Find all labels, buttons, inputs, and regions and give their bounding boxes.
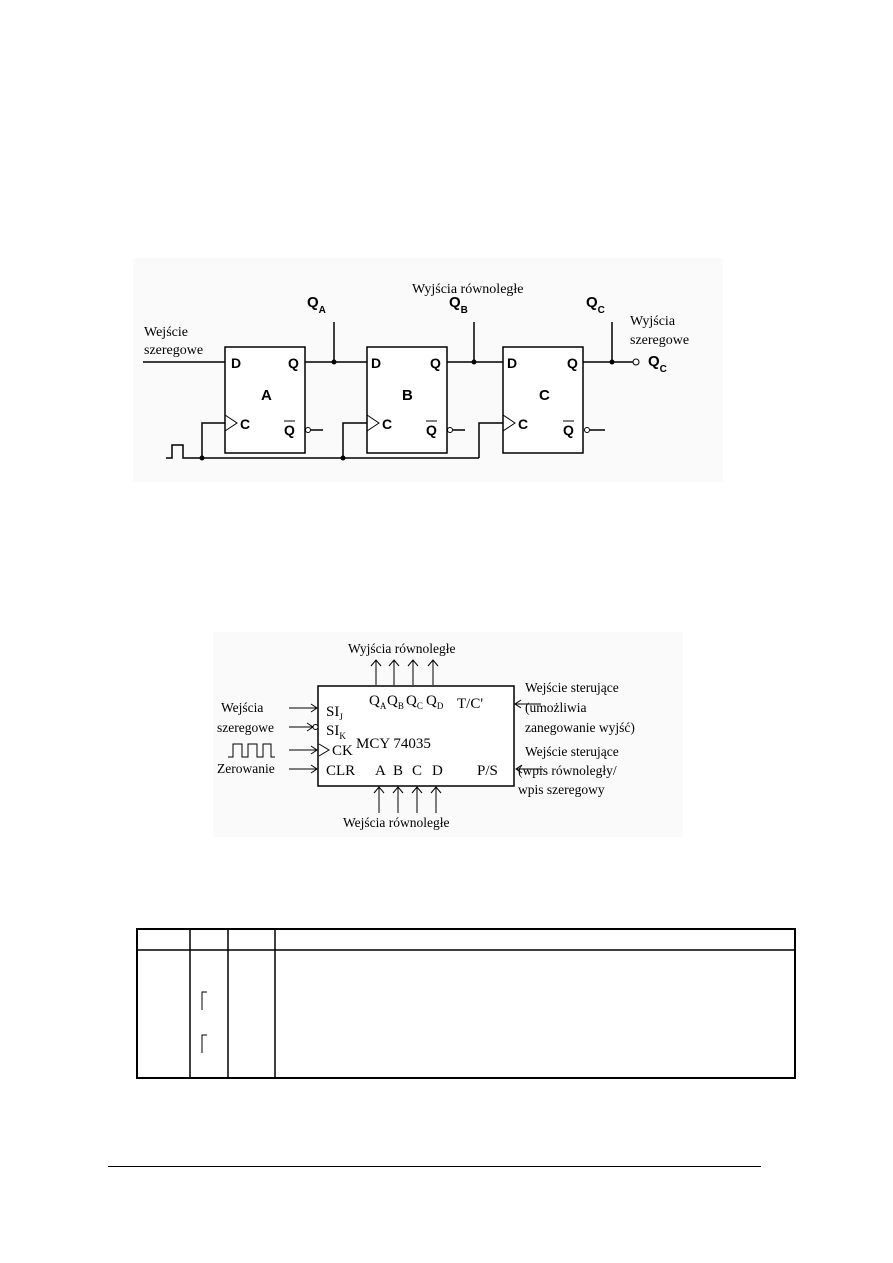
rising-edge-symbol-row-2 — [201, 1034, 207, 1053]
flipflop-c-body — [502, 346, 584, 454]
junction-qa — [331, 359, 337, 365]
junction-qc — [609, 359, 615, 365]
tap-label-qc: QC — [586, 294, 605, 316]
flipflop-c-name: C — [539, 387, 550, 404]
flipflop-a-c-pin: C — [240, 416, 250, 432]
serial-output-q-label: QC — [648, 353, 667, 375]
parallel-outputs-label: Wyjścia równoległe — [412, 282, 524, 297]
flipflop-c-clock-triangle — [502, 414, 516, 432]
pin-ck: CK — [332, 743, 353, 759]
chip-name: MCY 74035 — [356, 736, 431, 752]
flipflop-a: D Q A C Q — [224, 346, 323, 454]
tc-pin: T/C' — [457, 696, 483, 712]
table-frame — [136, 928, 796, 1079]
ck-pulse-train-symbol — [228, 743, 275, 758]
left-input-arrows — [289, 703, 319, 774]
ck-clock-triangle — [318, 743, 330, 757]
right-control-arrows — [514, 699, 543, 774]
flipflop-c-qbar-bubble — [584, 427, 590, 433]
q-output-c: QC — [406, 693, 423, 711]
output-arrows — [370, 659, 439, 685]
page-footer-rule — [108, 1166, 761, 1167]
shift-register-diagram: Wyjścia równoległe QA QB QC Wejście szer… — [133, 258, 723, 482]
parallel-input-a: A — [375, 763, 386, 779]
flipflop-c-q-pin: Q — [567, 355, 578, 371]
flipflop-a-qbar-pin: Q — [284, 422, 295, 438]
junction-qb — [471, 359, 477, 365]
flipflop-b-name: B — [402, 387, 413, 404]
serial-output-terminal — [632, 358, 640, 366]
flipflop-a-body — [224, 346, 306, 454]
parallel-input-b: B — [393, 763, 403, 779]
reset-label: Zerowanie — [217, 761, 275, 776]
parallel-input-arrows — [373, 786, 442, 813]
flipflop-c-c-pin: C — [518, 416, 528, 432]
flipflop-a-d-pin: D — [231, 355, 241, 371]
tap-label-qa: QA — [307, 294, 326, 316]
clock-junction-a — [199, 455, 205, 461]
flipflop-b-c-pin: C — [382, 416, 392, 432]
flipflop-b-d-pin: D — [371, 355, 381, 371]
serial-input-label: Wejście szeregowe — [144, 325, 203, 358]
flipflop-c-qbar-pin: Q — [563, 422, 574, 438]
flipflop-a-clock-triangle — [224, 414, 238, 432]
q-output-d: QD — [426, 693, 444, 711]
flipflop-b-clock-triangle — [366, 414, 380, 432]
serial-output-label: Wyjścia szeregowe — [630, 314, 689, 348]
parallel-input-c: C — [412, 763, 422, 779]
clock-wire-a — [201, 422, 225, 458]
flipflop-b-q-pin: Q — [430, 355, 441, 371]
flipflop-b: D Q B C Q — [366, 346, 465, 454]
flipflop-b-qbar-bubble — [447, 427, 453, 433]
flipflop-a-qbar-bubble — [305, 427, 311, 433]
flipflop-c: D Q C C Q — [502, 346, 605, 454]
parallel-inputs-bottom-label: Wejścia równoległe — [343, 815, 450, 830]
mcy74035-block-diagram: Wyjścia równoległe QA QB QC QD T/C' SIJ … — [213, 632, 683, 837]
function-table — [136, 928, 796, 1079]
q-output-b: QB — [387, 693, 404, 711]
chip-body — [317, 685, 515, 787]
q-output-a: QA — [369, 693, 387, 711]
clock-junction-b — [340, 455, 346, 461]
clock-pulse-symbol — [166, 444, 187, 459]
serial-inputs-label: Wejścia szeregowe — [217, 700, 274, 735]
flipflop-b-qbar-pin: Q — [426, 422, 437, 438]
tap-label-qb: QB — [449, 294, 468, 316]
rising-edge-symbol-row-1 — [201, 991, 207, 1010]
clock-wire-c — [478, 422, 503, 458]
flipflop-c-d-pin: D — [507, 355, 517, 371]
flipflop-b-body — [366, 346, 448, 454]
control-input-ps-label: Wejście sterujące (wpis równoległy/ wpis… — [518, 744, 622, 797]
parallel-input-d: D — [432, 763, 443, 779]
clock-wire-b — [342, 422, 367, 458]
flipflop-a-q-pin: Q — [288, 355, 299, 371]
flipflop-a-name: A — [261, 387, 272, 404]
pin-sij: SIJ — [326, 704, 343, 722]
pin-clr: CLR — [326, 763, 355, 779]
parallel-outputs-top-label: Wyjścia równoległe — [348, 641, 456, 656]
pin-sik: SIK — [326, 723, 346, 741]
ps-pin: P/S — [477, 763, 498, 779]
